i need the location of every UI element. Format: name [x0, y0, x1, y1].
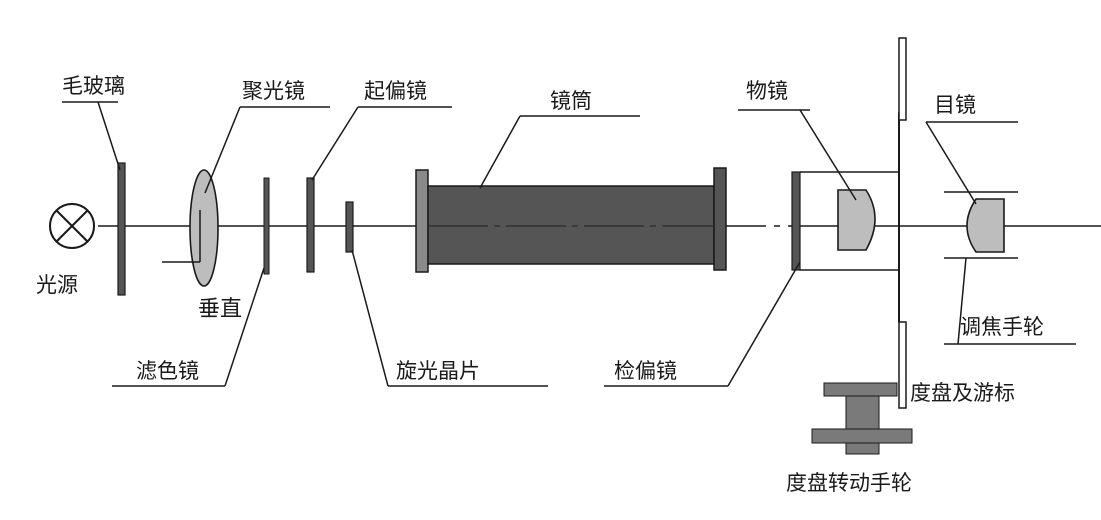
condenser-leader-diag [204, 106, 241, 194]
tube-leader-diag [479, 115, 521, 189]
tube-left-flange [415, 169, 429, 273]
tube-right-flange [713, 167, 727, 271]
dial-vernier-label: 度盘及游标 [910, 381, 1015, 405]
objective-label: 物镜 [746, 79, 788, 103]
polarizer-leader-diag [311, 106, 359, 181]
condenser-lens [189, 169, 219, 287]
polarizer-label: 起偏镜 [364, 79, 427, 103]
rotation-plate-leader-diag [351, 249, 389, 387]
objective-lens [837, 189, 876, 251]
analyzer-plate [791, 171, 801, 271]
eyepiece-lens [966, 198, 1005, 253]
light-source-label: 光源 [36, 273, 78, 297]
rotation-plate [345, 201, 354, 253]
ground-glass-leader-diag [97, 101, 121, 171]
dial-knob [811, 382, 913, 455]
ground-glass-plate [117, 162, 126, 296]
dial-knob-label: 度盘转动手轮 [786, 471, 912, 495]
tube-label: 镜筒 [550, 89, 592, 113]
vernier-top [898, 37, 907, 121]
lamp-cross-circle-icon [49, 203, 95, 249]
objective-leader-diag [799, 109, 857, 201]
analyzer-label: 检偏镜 [614, 359, 677, 383]
filter-label: 滤色镜 [136, 359, 199, 383]
analyzer-leader-diag [727, 261, 801, 387]
filter-plate [263, 177, 270, 275]
eyepiece-leader-diag [925, 121, 977, 205]
tube-body [427, 185, 715, 265]
filter-leader-diag [224, 267, 265, 387]
focus-knob-label: 调焦手轮 [960, 315, 1044, 339]
condenser-label: 聚光镜 [242, 79, 305, 103]
focus-knob-leader-diag [957, 257, 967, 345]
rotation-plate-label: 旋光晶片 [396, 359, 480, 383]
ground-glass-label: 毛玻璃 [62, 74, 125, 98]
eyepiece-label: 目镜 [934, 93, 976, 117]
vertical-label: 垂直 [198, 297, 242, 322]
vernier-bottom [898, 321, 907, 409]
polarizer-plate [306, 177, 315, 273]
